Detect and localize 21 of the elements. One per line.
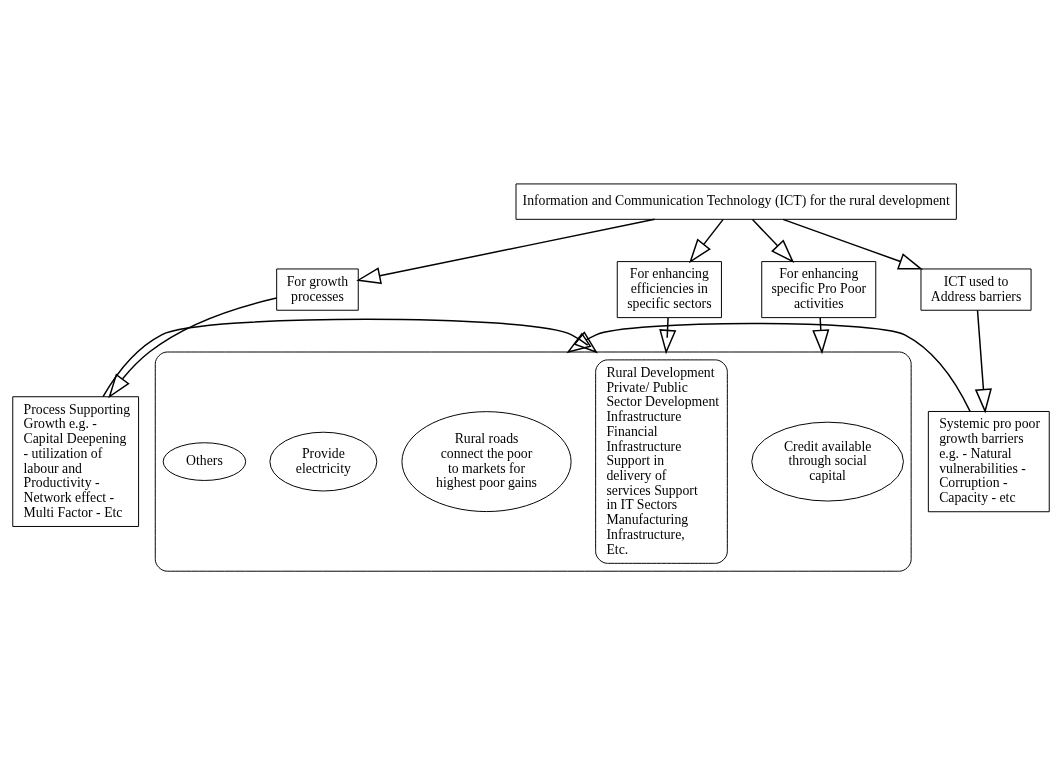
cluster [154, 351, 912, 572]
node-ellipse: Credit available through social capital [751, 421, 904, 501]
node-box: Information and Communication Technology (ICT) for the rural development [515, 182, 957, 220]
node-ellipse: Provide electricity [269, 431, 378, 491]
node-box: Process Supporting Growth e.g. - Capital Deepening - utilization of labour and Productivity - Network effect - Multi Factor - Etc [12, 395, 140, 527]
node-ellipse: Rural roads connect the poor to markets for highest poor gains [401, 410, 572, 512]
arrow [356, 218, 656, 284]
arrow [751, 218, 795, 263]
node-box: For growth processes [276, 267, 359, 311]
node-box: Systemic pro poor growth barriers e.g. - Natural vulnerabilities - Corruption - Capacity - etc [927, 410, 1050, 512]
arrow [102, 317, 598, 397]
node-box: Rural Development Private/ Public Sector Development Infrastructure Financial Infrastructure Support in delivery of services Support in IT Sectors Manufacturing Infrastructure, Etc. [595, 358, 728, 564]
node-box: For enhancing specific Pro Poor activities [761, 260, 877, 318]
node-box: ICT used to Address barriers [920, 267, 1032, 311]
arrow [659, 316, 677, 354]
node-box: For enhancing efficiencies in specific sectors [616, 260, 722, 318]
arrow [108, 296, 278, 398]
arrow [974, 309, 992, 413]
node-ellipse: Others [162, 441, 247, 481]
arrow [689, 218, 724, 263]
arrow [782, 218, 923, 270]
